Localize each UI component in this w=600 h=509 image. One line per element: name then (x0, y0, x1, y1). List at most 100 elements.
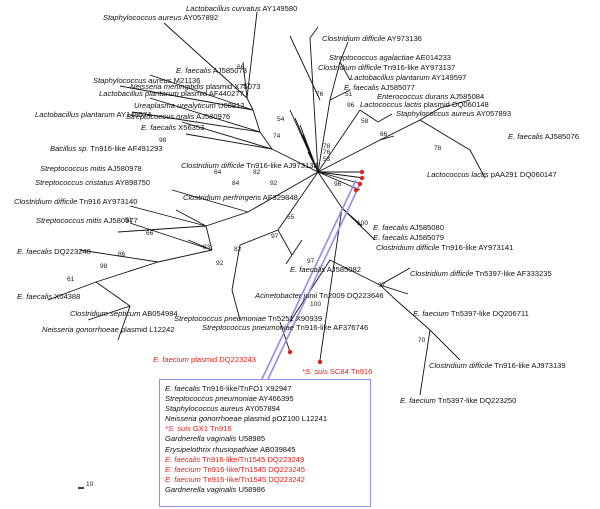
taxon-label: Clostridium difficile Tn916-like AY97314… (376, 243, 513, 252)
taxon-label: Clostridium perfringens AF329848 (183, 193, 298, 202)
taxon-label: Lactobacillus curvatus AY149580 (186, 4, 297, 13)
taxon-label: Clostridium septicum AB054984 (70, 309, 178, 318)
taxon-label: Lactobacillus plantarum plasmid AF440277 (99, 89, 244, 98)
bootstrap-value: 54 (277, 116, 285, 123)
highlight-node (317, 359, 323, 365)
taxon-label: Clostridium difficile Tn5397-like AF3332… (410, 269, 552, 278)
legend-item: Neisseria gonorrhoeae plasmid pOZ100 L12… (165, 414, 328, 424)
taxon-label: Lactococcus lactis plasmid DQ060148 (360, 100, 489, 109)
taxon-label: Clostridium difficile AY973136 (322, 34, 422, 43)
taxon-label: E. faecium plasmid DQ223243 (153, 355, 256, 364)
bootstrap-value: 76 (323, 149, 331, 156)
taxon-label: E. faecalis AJ585076 (508, 132, 579, 141)
taxon-label: E. faecalis DQ223248 (17, 247, 91, 256)
bootstrap-value: 100 (357, 220, 368, 227)
taxon-label: Neisseria meningitidis plasmid X75073 (130, 82, 260, 91)
taxon-label: Lactococcus lactis pAA291 DQ060147 (427, 170, 557, 179)
bootstrap-value: 53 (323, 156, 331, 163)
scale-bar-label: 10 (86, 481, 94, 488)
taxon-label: Clostridium difficile Tn916-like AJ97313… (429, 361, 566, 370)
legend-item: Erysipelothrix rhusiopathiae AB039845 (165, 444, 296, 454)
bootstrap-value: 92 (216, 260, 224, 267)
legend-item: E. faecium Tn916-like/Tn1545 DQ223242 (165, 474, 306, 484)
taxon-label: Clostridium difficile Tn916-like AJ97313… (181, 161, 318, 170)
taxon-label: E. faecalis X04388 (17, 292, 80, 301)
taxon-label: Streptococcus cristatus AY898750 (35, 178, 150, 187)
taxon-label: Staphylococcus aureus M21136 (93, 76, 201, 85)
taxon-label: E. faecium Tn5397-like DQ206711 (413, 309, 529, 318)
taxon-label: E. faecalis X56353 (141, 123, 204, 132)
bootstrap-values: 66 97 76 51 96 54 58 66 78 98 74 78 76 5… (67, 64, 442, 344)
bootstrap-value: 70 (418, 337, 426, 344)
scale-bar: 10 (78, 481, 94, 489)
legend-item: E. faecium Tn916-like/Tn1545 DQ223245 (165, 464, 306, 474)
taxon-label: Streptococcus pneumoniae Tn5251 X90939 (174, 314, 322, 323)
taxon-label: Clostridium difficile Tn916-like AY97313… (318, 63, 455, 72)
taxon-label: Staphylococcus aureus AY057893 (396, 109, 511, 118)
bootstrap-value: 66 (146, 230, 154, 237)
taxon-label: Enterococcus durans AJ585084 (377, 92, 484, 101)
taxon-label: E. faecium Tn5397-like DQ223250 (400, 396, 516, 405)
bootstrap-value: 97 (243, 83, 251, 90)
bootstrap-value: 66 (237, 64, 245, 71)
taxon-label: *S. suis SC84 Tn916 (302, 367, 372, 376)
bootstrap-value: 55 (287, 214, 295, 221)
bootstrap-value: 76 (316, 91, 324, 98)
bootstrap-value: 97 (378, 282, 386, 289)
bootstrap-value: 96 (347, 102, 355, 109)
bootstrap-value: 98 (100, 263, 108, 270)
taxon-label: Clostridium difficile Tn916 AY973140 (14, 197, 137, 206)
taxon-label: Streptococcus mitis AJ580978 (40, 164, 142, 173)
taxon-label: Neisseria gonorrhoeae plasmid L12242 (42, 325, 175, 334)
bootstrap-value: 78 (434, 145, 442, 152)
bootstrap-value: 84 (232, 180, 240, 187)
collapsed-clade-list: E. faecalis Tn916-like/TnFO1 X92947 Stre… (160, 380, 370, 495)
legend-item: Streptococcus pneumoniae AY466395 (165, 394, 294, 404)
taxon-label: Acinetobacter junii Tn2009 DQ223646 (254, 291, 384, 300)
taxon-labels: Staphylococcus aureus AY057892 Lactobaci… (14, 4, 579, 405)
highlight-node (359, 169, 365, 175)
highlight-node (353, 187, 359, 193)
collapsed-clade-box: E. faecalis Tn916-like/TnFO1 X92947 Stre… (159, 379, 371, 507)
taxon-label: Lactobacillus plantarum AY149597 (350, 73, 466, 82)
bootstrap-value: 97 (307, 258, 315, 265)
bootstrap-value: 97 (271, 233, 279, 240)
taxon-label: Streptococcus pneumoniae Tn916-like AF37… (202, 323, 368, 332)
taxon-label: Streptococcus mitis AJ580977 (36, 216, 138, 225)
legend-connector (261, 179, 362, 380)
taxon-label: Streptococcus agalactiae AE014233 (329, 53, 451, 62)
bootstrap-value: 96 (334, 181, 342, 188)
highlight-node (287, 349, 293, 355)
highlight-node (359, 175, 365, 181)
taxon-label: Lactobacillus plantarum AY149574 (35, 110, 151, 119)
taxon-label: E. faecalis AJ585077 (344, 83, 415, 92)
bootstrap-value: 86 (118, 251, 126, 258)
bootstrap-value: 51 (125, 217, 133, 224)
taxon-label: Ureaplasma urealyticum U08812 (134, 101, 245, 110)
taxon-label: Streptococcus oralis AJ580976 (126, 112, 230, 121)
taxon-label: E. faecalis AJ585082 (290, 265, 361, 274)
bootstrap-value: 78 (323, 143, 331, 150)
bootstrap-value: 98 (159, 137, 167, 144)
taxon-label: Bacillus sp. Tn916-like AF491293 (50, 144, 163, 153)
bootstrap-value: 74 (273, 133, 281, 140)
highlight-nodes (287, 169, 365, 365)
bootstrap-value: 51 (345, 91, 353, 98)
legend-item: Staphylococcus aureus AY057894 (165, 404, 281, 414)
legend-item: E. faecalis Tn916-like/TnFO1 X92947 (165, 384, 292, 393)
taxon-label: E. faecalis AJ585078 (176, 66, 247, 75)
taxon-label: E. faecalis AJ585080 (373, 223, 444, 232)
bootstrap-value: 64 (214, 169, 222, 176)
bootstrap-value: 66 (380, 131, 388, 138)
bootstrap-value: 82 (253, 169, 261, 176)
legend-item: Gardnerella vaginalis U58986 (165, 484, 266, 494)
legend-item: Gardnerella vaginalis U58985 (165, 434, 266, 444)
legend-item: E. faecalis Tn916-like/Tn1545 DQ223249 (165, 454, 305, 464)
taxon-label: Staphylococcus aureus AY057892 (103, 13, 218, 22)
bootstrap-value: 82 (234, 246, 242, 253)
bootstrap-value: 58 (361, 118, 369, 125)
bootstrap-value: 100 (310, 301, 321, 308)
highlight-node (357, 181, 363, 187)
legend-item: *S. suis GX1 Tn916 (165, 424, 232, 434)
